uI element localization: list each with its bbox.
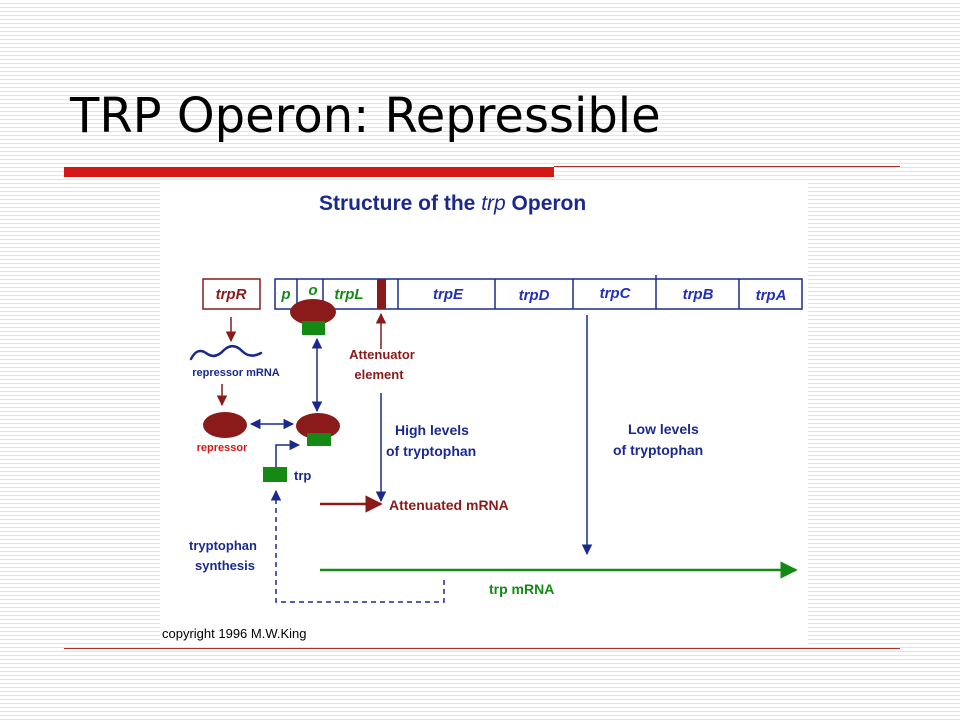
trpR-label: trpR [216, 286, 247, 303]
trpE-label: trpE [433, 286, 464, 303]
title-accent-bar [64, 167, 554, 177]
attenuator-block [377, 279, 386, 309]
attenuator-label-line2: element [354, 367, 404, 382]
tryptophan-synthesis-line2: synthesis [195, 558, 255, 573]
trp-operon-figure: Structure of the trp Operon trpR p o trp… [160, 183, 808, 646]
repressor-mrna-wave [189, 345, 263, 361]
free-trp [263, 467, 287, 482]
slide-title: TRP Operon: Repressible [70, 88, 661, 144]
trpL-label: trpL [334, 286, 363, 303]
trp-mrna-label: trp mRNA [489, 581, 554, 597]
title-rule [554, 166, 900, 167]
figure-title: Structure of the trp Operon [319, 192, 586, 215]
low-levels-line1: Low levels [628, 421, 699, 437]
active-repressor-trp [307, 433, 331, 446]
trp-operon-diagram: Structure of the trp Operon trpR p o trp… [162, 192, 803, 641]
free-repressor [203, 412, 247, 438]
high-levels-line2: of tryptophan [386, 443, 476, 459]
operon-strip [274, 278, 803, 310]
bound-trp-corepressor [302, 321, 325, 335]
repressor-label: repressor [197, 442, 248, 454]
trpA-label: trpA [756, 287, 787, 304]
trp-binding-arrow [275, 439, 301, 467]
operator-label: o [308, 282, 317, 299]
trpC-label: trpC [600, 285, 632, 302]
feedback-dashed-arrow [270, 489, 445, 603]
low-levels-line2: of tryptophan [613, 442, 703, 458]
repressor-mrna-label: repressor mRNA [192, 367, 279, 379]
attenuated-mrna-label: Attenuated mRNA [389, 497, 509, 513]
trpR-gene-box [202, 278, 261, 310]
trpB-label: trpB [683, 286, 714, 303]
copyright: copyright 1996 M.W.King [162, 626, 307, 641]
trp-label: trp [294, 468, 311, 483]
trpD-label: trpD [519, 287, 550, 304]
attenuator-label-line1: Attenuator [349, 347, 415, 362]
high-levels-line1: High levels [395, 422, 469, 438]
footer-rule [64, 648, 900, 649]
active-repressor [296, 413, 340, 439]
bound-repressor [290, 299, 336, 325]
promoter-label: p [280, 286, 290, 303]
tryptophan-synthesis-line1: tryptophan [189, 538, 257, 553]
